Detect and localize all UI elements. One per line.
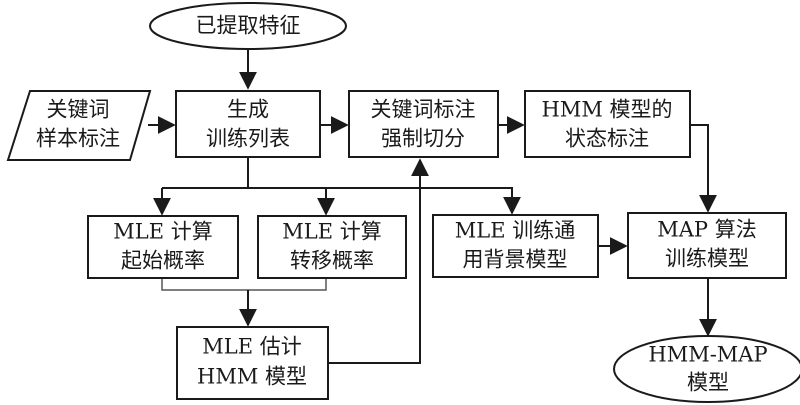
arrow-mle-estimate-to-alignment — [328, 158, 429, 364]
node-keyword-sample-annotation: 关键词 样本标注 — [6, 90, 152, 161]
merge-mle-initial — [161, 278, 248, 291]
merge-mle-transition — [248, 278, 327, 291]
node-label: 状态标注 — [565, 127, 649, 151]
node-label: 生成 — [227, 98, 269, 122]
node-map-training: MAP 算法 训练模型 — [627, 212, 787, 279]
node-extracted-features: 已提取特征 — [149, 2, 347, 50]
node-label: MLE 估计 — [202, 335, 301, 359]
node-label: 关键词 — [47, 98, 110, 122]
node-label: 样本标注 — [36, 127, 120, 151]
node-label: MLE 训练通 — [455, 219, 575, 243]
node-label: 强制切分 — [381, 127, 465, 151]
node-hmm-state-annotation: HMM 模型的 状态标注 — [524, 90, 691, 158]
arrow-generate-to-mle-transition — [248, 187, 335, 216]
node-keyword-forced-alignment: 关键词标注 强制切分 — [348, 90, 499, 158]
node-mle-estimate-hmm: MLE 估计 HMM 模型 — [176, 326, 329, 400]
node-label: 模型 — [687, 371, 729, 395]
node-label: 训练列表 — [206, 127, 290, 151]
node-label: HMM-MAP — [648, 343, 767, 367]
node-label: 起始概率 — [121, 249, 205, 273]
node-mle-background-model: MLE 训练通 用背景模型 — [432, 214, 599, 278]
node-label: 关键词标注 — [371, 98, 476, 122]
node-label: HMM 模型的 — [542, 98, 673, 122]
arrow-generate-to-mle-background — [326, 187, 521, 215]
node-label: HMM 模型 — [197, 365, 307, 389]
branch-generate-down — [162, 157, 249, 189]
node-label: 训练模型 — [665, 247, 749, 271]
node-mle-transition-prob: MLE 计算 转移概率 — [257, 215, 407, 279]
node-label: MLE 计算 — [113, 220, 212, 244]
node-label: 转移概率 — [290, 249, 374, 273]
node-label: MLE 计算 — [282, 220, 381, 244]
node-mle-initial-prob: MLE 计算 起始概率 — [87, 215, 239, 279]
node-label: MAP 算法 — [657, 218, 756, 242]
node-label: 用背景模型 — [463, 248, 568, 272]
node-label: 已提取特征 — [196, 14, 301, 38]
node-hmm-map-model: HMM-MAP 模型 — [613, 335, 800, 403]
connectors — [148, 50, 717, 364]
node-generate-training-list: 生成 训练列表 — [175, 90, 321, 158]
arrow-state-to-map — [690, 124, 717, 213]
